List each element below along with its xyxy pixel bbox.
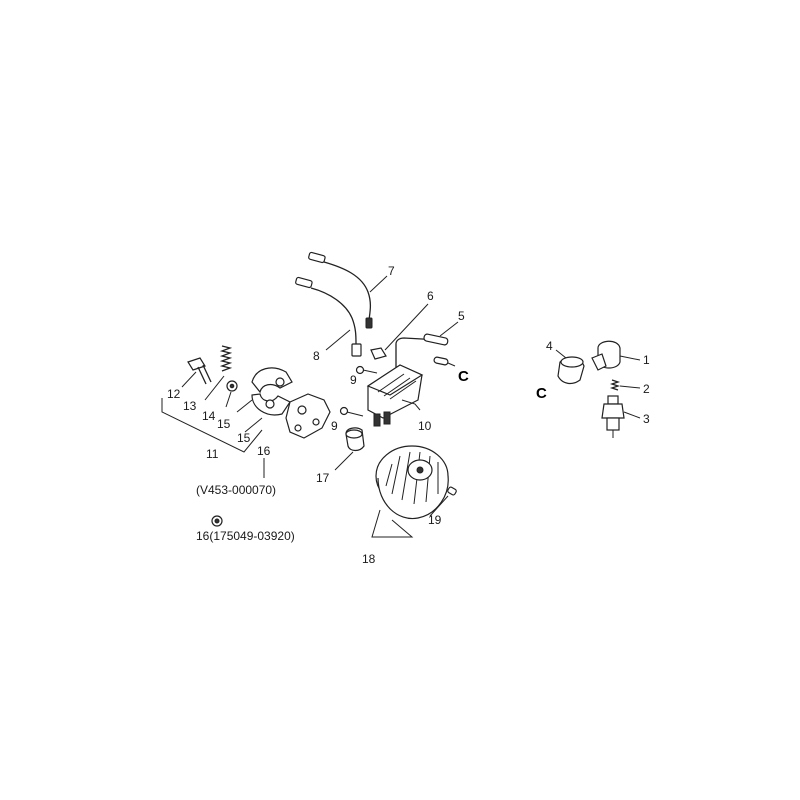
label-part-11: 11 xyxy=(206,447,219,461)
bracket-18 xyxy=(371,509,414,538)
label-part-17: 17 xyxy=(316,471,330,485)
label-part-9-upper: 9 xyxy=(350,373,357,387)
key-19 xyxy=(447,486,457,496)
ignition-wire-7 xyxy=(308,251,373,329)
label-part-5: 5 xyxy=(458,309,465,323)
label-part-13: 13 xyxy=(183,399,197,413)
washer-part-code: 16(175049-03920) xyxy=(196,529,295,543)
bolt-12 xyxy=(187,357,212,385)
pin-5 xyxy=(423,333,449,346)
washer-16 xyxy=(211,515,223,527)
flywheel-18 xyxy=(375,445,449,520)
clutch-plate-16 xyxy=(285,393,331,439)
label-part-16: 16 xyxy=(257,444,271,458)
ignition-coil-10 xyxy=(366,364,424,427)
label-part-1: 1 xyxy=(643,353,650,367)
label-part-4: 4 xyxy=(546,339,553,353)
bracket-11 xyxy=(161,398,263,453)
spark-plug-3 xyxy=(601,395,625,438)
ignition-wire-8 xyxy=(295,276,362,357)
label-part-10: 10 xyxy=(418,419,432,433)
label-part-18: 18 xyxy=(362,552,376,566)
label-part-7: 7 xyxy=(388,264,395,278)
screw-9-upper xyxy=(355,365,378,375)
label-part-3: 3 xyxy=(643,412,650,426)
label-part-9-lower: 9 xyxy=(331,419,338,433)
washer-14 xyxy=(226,380,238,392)
label-part-15-upper: 15 xyxy=(217,417,231,431)
label-part-19: 19 xyxy=(428,513,442,527)
spring-13 xyxy=(219,345,233,372)
label-part-8: 8 xyxy=(313,349,320,363)
label-part-12: 12 xyxy=(167,387,181,401)
label-part-15-lower: 15 xyxy=(237,431,251,445)
reference-c-boot: C xyxy=(536,385,547,402)
plug-cap-1 xyxy=(591,340,621,371)
collar-17 xyxy=(345,427,365,452)
label-part-6: 6 xyxy=(427,289,434,303)
terminal-2 xyxy=(609,379,621,391)
screw-9-lower xyxy=(339,406,364,417)
boot-4 xyxy=(557,356,585,385)
assembly-part-code: (V453-000070) xyxy=(196,483,276,497)
reference-c-coil: C xyxy=(458,368,469,385)
clutch-shoe-15 xyxy=(251,367,293,416)
label-part-2: 2 xyxy=(643,382,650,396)
connector-6 xyxy=(370,337,441,372)
label-part-14: 14 xyxy=(202,409,216,423)
